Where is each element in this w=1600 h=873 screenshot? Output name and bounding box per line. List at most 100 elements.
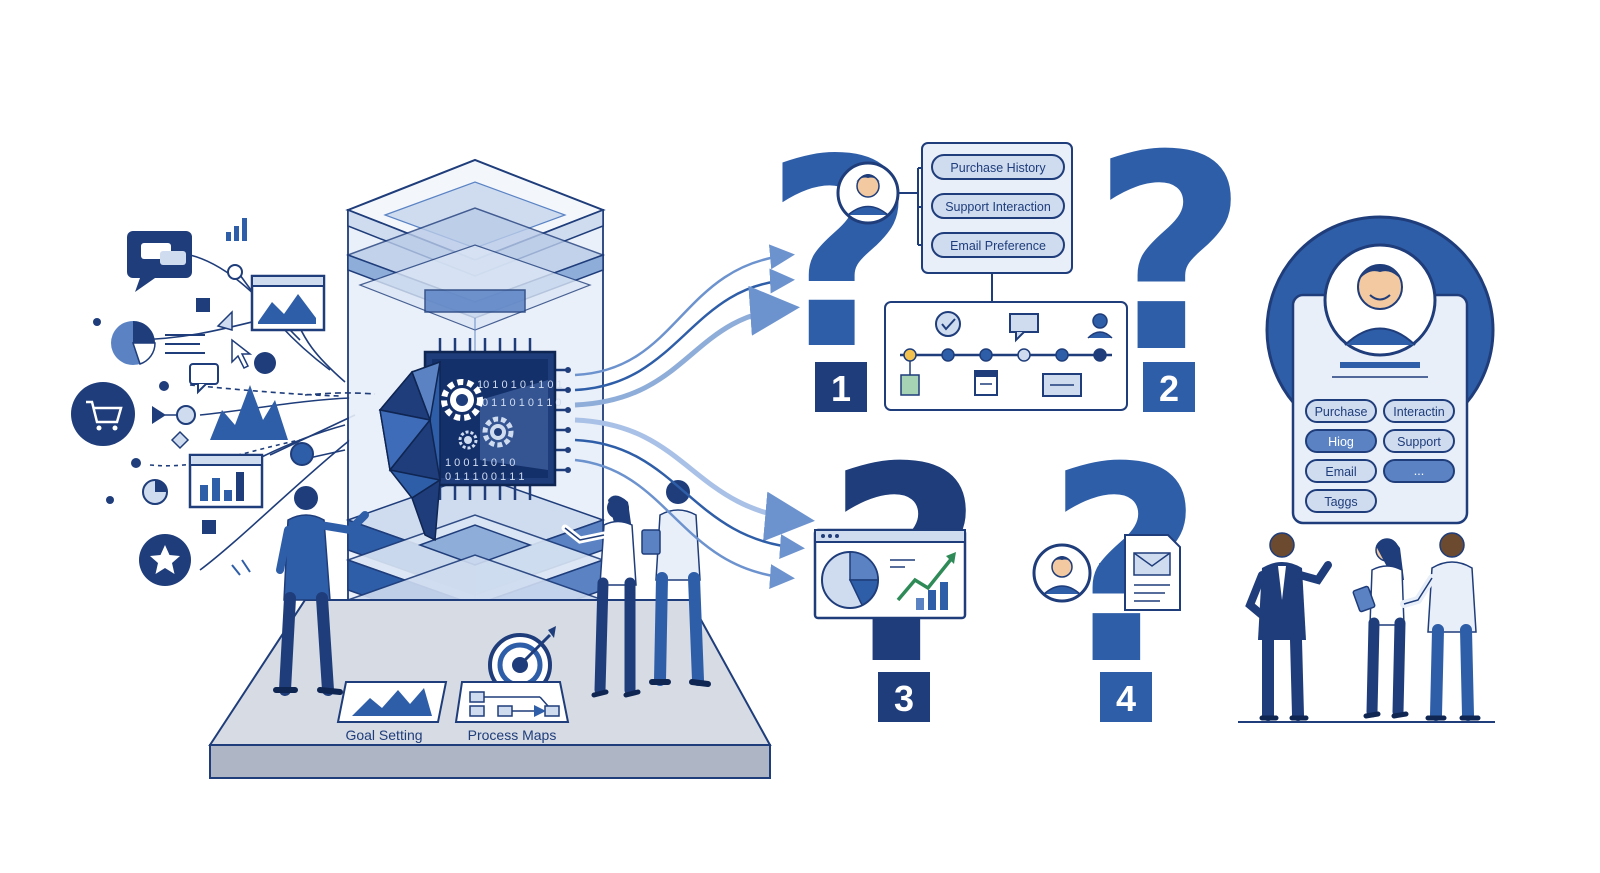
mini-bar-chart-icon (226, 218, 247, 241)
avatar (1323, 243, 1437, 357)
number-badge-2: 2 (1143, 362, 1195, 412)
profile-tag: Email (1305, 459, 1377, 483)
svg-text:...: ... (1414, 464, 1424, 478)
data-tower: 10 1 0 1 0 1 1 0 1 0 1 1 0 1 0 1 1 0 1 0… (304, 158, 606, 667)
journey-timeline-card (884, 301, 1128, 411)
name-placeholder-bar (1340, 362, 1420, 368)
profile-tag: Interactin (1383, 399, 1455, 423)
gear-icon (458, 430, 478, 450)
ai-chip: 10 1 0 1 0 1 1 0 1 0 1 1 0 1 0 1 1 0 1 0… (423, 338, 571, 500)
process-maps-label: Process Maps (468, 727, 557, 743)
connector-node (254, 352, 276, 374)
avatar (1032, 543, 1092, 603)
goal-setting-card: Goal Setting (336, 681, 448, 743)
person-right-tablet (641, 480, 711, 687)
data-sources (71, 218, 356, 586)
person-suit (1245, 532, 1332, 721)
trend-up-line (896, 556, 954, 602)
profile-tag: Support (1383, 429, 1455, 453)
shopping-cart-icon (71, 382, 135, 446)
analytics-dashboard-card (813, 528, 967, 620)
number-badge-4: 4 (1100, 672, 1152, 722)
number-badge-3: 3 (878, 672, 930, 722)
question-panel-3: ? 3 (813, 409, 983, 724)
person-woman-tablet (1352, 538, 1409, 719)
square-node (196, 298, 210, 312)
tablet-icon (641, 529, 661, 555)
line-chart-window-icon (250, 274, 326, 332)
svg-text:Taggs: Taggs (1324, 495, 1357, 509)
dot-node (159, 381, 169, 391)
svg-text:Email: Email (1325, 465, 1356, 479)
customer-profile-card: Purchase Interactin Hiog Support Email .… (1265, 215, 1495, 525)
document-icon (900, 374, 920, 396)
goal-setting-label: Goal Setting (345, 727, 422, 743)
dot-node (93, 318, 101, 326)
tag-email-preference: Email Preference (931, 232, 1065, 258)
svg-text:3: 3 (894, 678, 914, 719)
faceted-head-shape (378, 360, 441, 542)
tag-purchase-history: Purchase History (931, 154, 1065, 180)
check-icon (935, 311, 961, 337)
svg-text:Support Interaction: Support Interaction (945, 200, 1051, 214)
arrow-marker (216, 310, 233, 331)
people-group-right (1238, 532, 1495, 723)
avatar (836, 161, 900, 225)
cursor-icon (231, 338, 253, 370)
binary-text-4: 0 1 1 1 0 0 1 1 1 (445, 471, 525, 483)
diamond-node (170, 430, 190, 450)
svg-text:2: 2 (1159, 368, 1179, 409)
email-card-icon (1042, 373, 1082, 397)
area-chart-icon (210, 385, 288, 440)
user-icon (1087, 313, 1113, 339)
svg-text:Email Preference: Email Preference (950, 239, 1046, 253)
svg-text:Purchase History: Purchase History (950, 161, 1046, 175)
chat-bubble-icon (127, 231, 192, 292)
small-pie-icon (142, 479, 168, 505)
svg-text:1: 1 (831, 368, 851, 409)
pie-chart-icon (111, 321, 156, 365)
star-rating-icon (139, 534, 191, 586)
question-panel-4: ? 4 (1032, 409, 1203, 724)
profile-tag: Purchase (1305, 399, 1377, 423)
svg-text:Hiog: Hiog (1328, 435, 1354, 449)
square-node (202, 520, 216, 534)
process-maps-card: Process Maps (454, 681, 570, 743)
email-document-icon (1124, 534, 1181, 611)
binary-text-1: 10 1 0 1 0 1 1 0 1 (477, 379, 563, 391)
message-icon (189, 363, 219, 395)
gear-icon (482, 416, 514, 448)
dot-node (131, 458, 141, 468)
person-middle-woman (561, 495, 641, 698)
profile-tag: Hiog (1305, 429, 1377, 453)
profile-tag: ... (1383, 459, 1455, 483)
svg-text:Interactin: Interactin (1393, 405, 1444, 419)
connector-node (290, 442, 314, 466)
play-arrow-icon (152, 406, 166, 424)
spark-lines (231, 559, 251, 576)
gear-icon (441, 379, 483, 421)
question-panel-2: ? 2 (1092, 97, 1249, 412)
dot-node (106, 496, 114, 504)
person-man-right (1400, 532, 1481, 721)
target-icon (488, 626, 556, 697)
number-badge-1: 1 (815, 362, 867, 412)
pie-chart-icon (821, 551, 879, 609)
svg-text:Support: Support (1397, 435, 1441, 449)
connector-node (227, 264, 243, 280)
tablet-icon (1352, 585, 1376, 613)
tag-support-interaction: Support Interaction (931, 193, 1065, 219)
binary-text-2: 0 1 1 0 1 0 1 1 0 (482, 397, 562, 409)
svg-text:4: 4 (1116, 678, 1136, 719)
flow-arrows (574, 244, 815, 589)
chat-icon (1009, 313, 1039, 343)
svg-text:Purchase: Purchase (1315, 405, 1368, 419)
connector-node (176, 405, 196, 425)
question-mark-icon: ? (1092, 97, 1249, 412)
profile-tag: Taggs (1305, 489, 1377, 513)
bar-chart-window-icon (188, 453, 264, 509)
binary-text-3: 1 0 0 1 1 0 1 0 (445, 457, 515, 469)
text-lines-icon (165, 334, 205, 354)
question-panel-1: ? Purchase History Support Interaction E… (765, 105, 1128, 412)
